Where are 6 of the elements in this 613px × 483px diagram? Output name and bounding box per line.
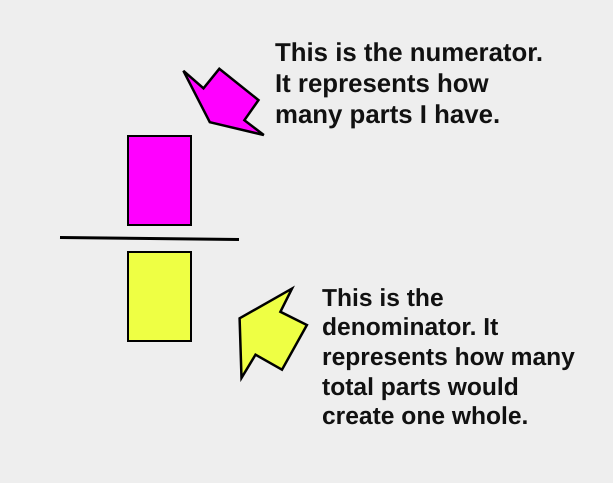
block-arrow [182,67,266,136]
block-arrow [238,285,309,382]
numerator-block [127,135,192,226]
annotation-text: This is the numerator. It represents how many parts I have. [275,38,555,131]
annotation-text: This is the denominator. It represents how many total parts would create one whole. [322,284,590,432]
denominator-block [127,251,192,342]
